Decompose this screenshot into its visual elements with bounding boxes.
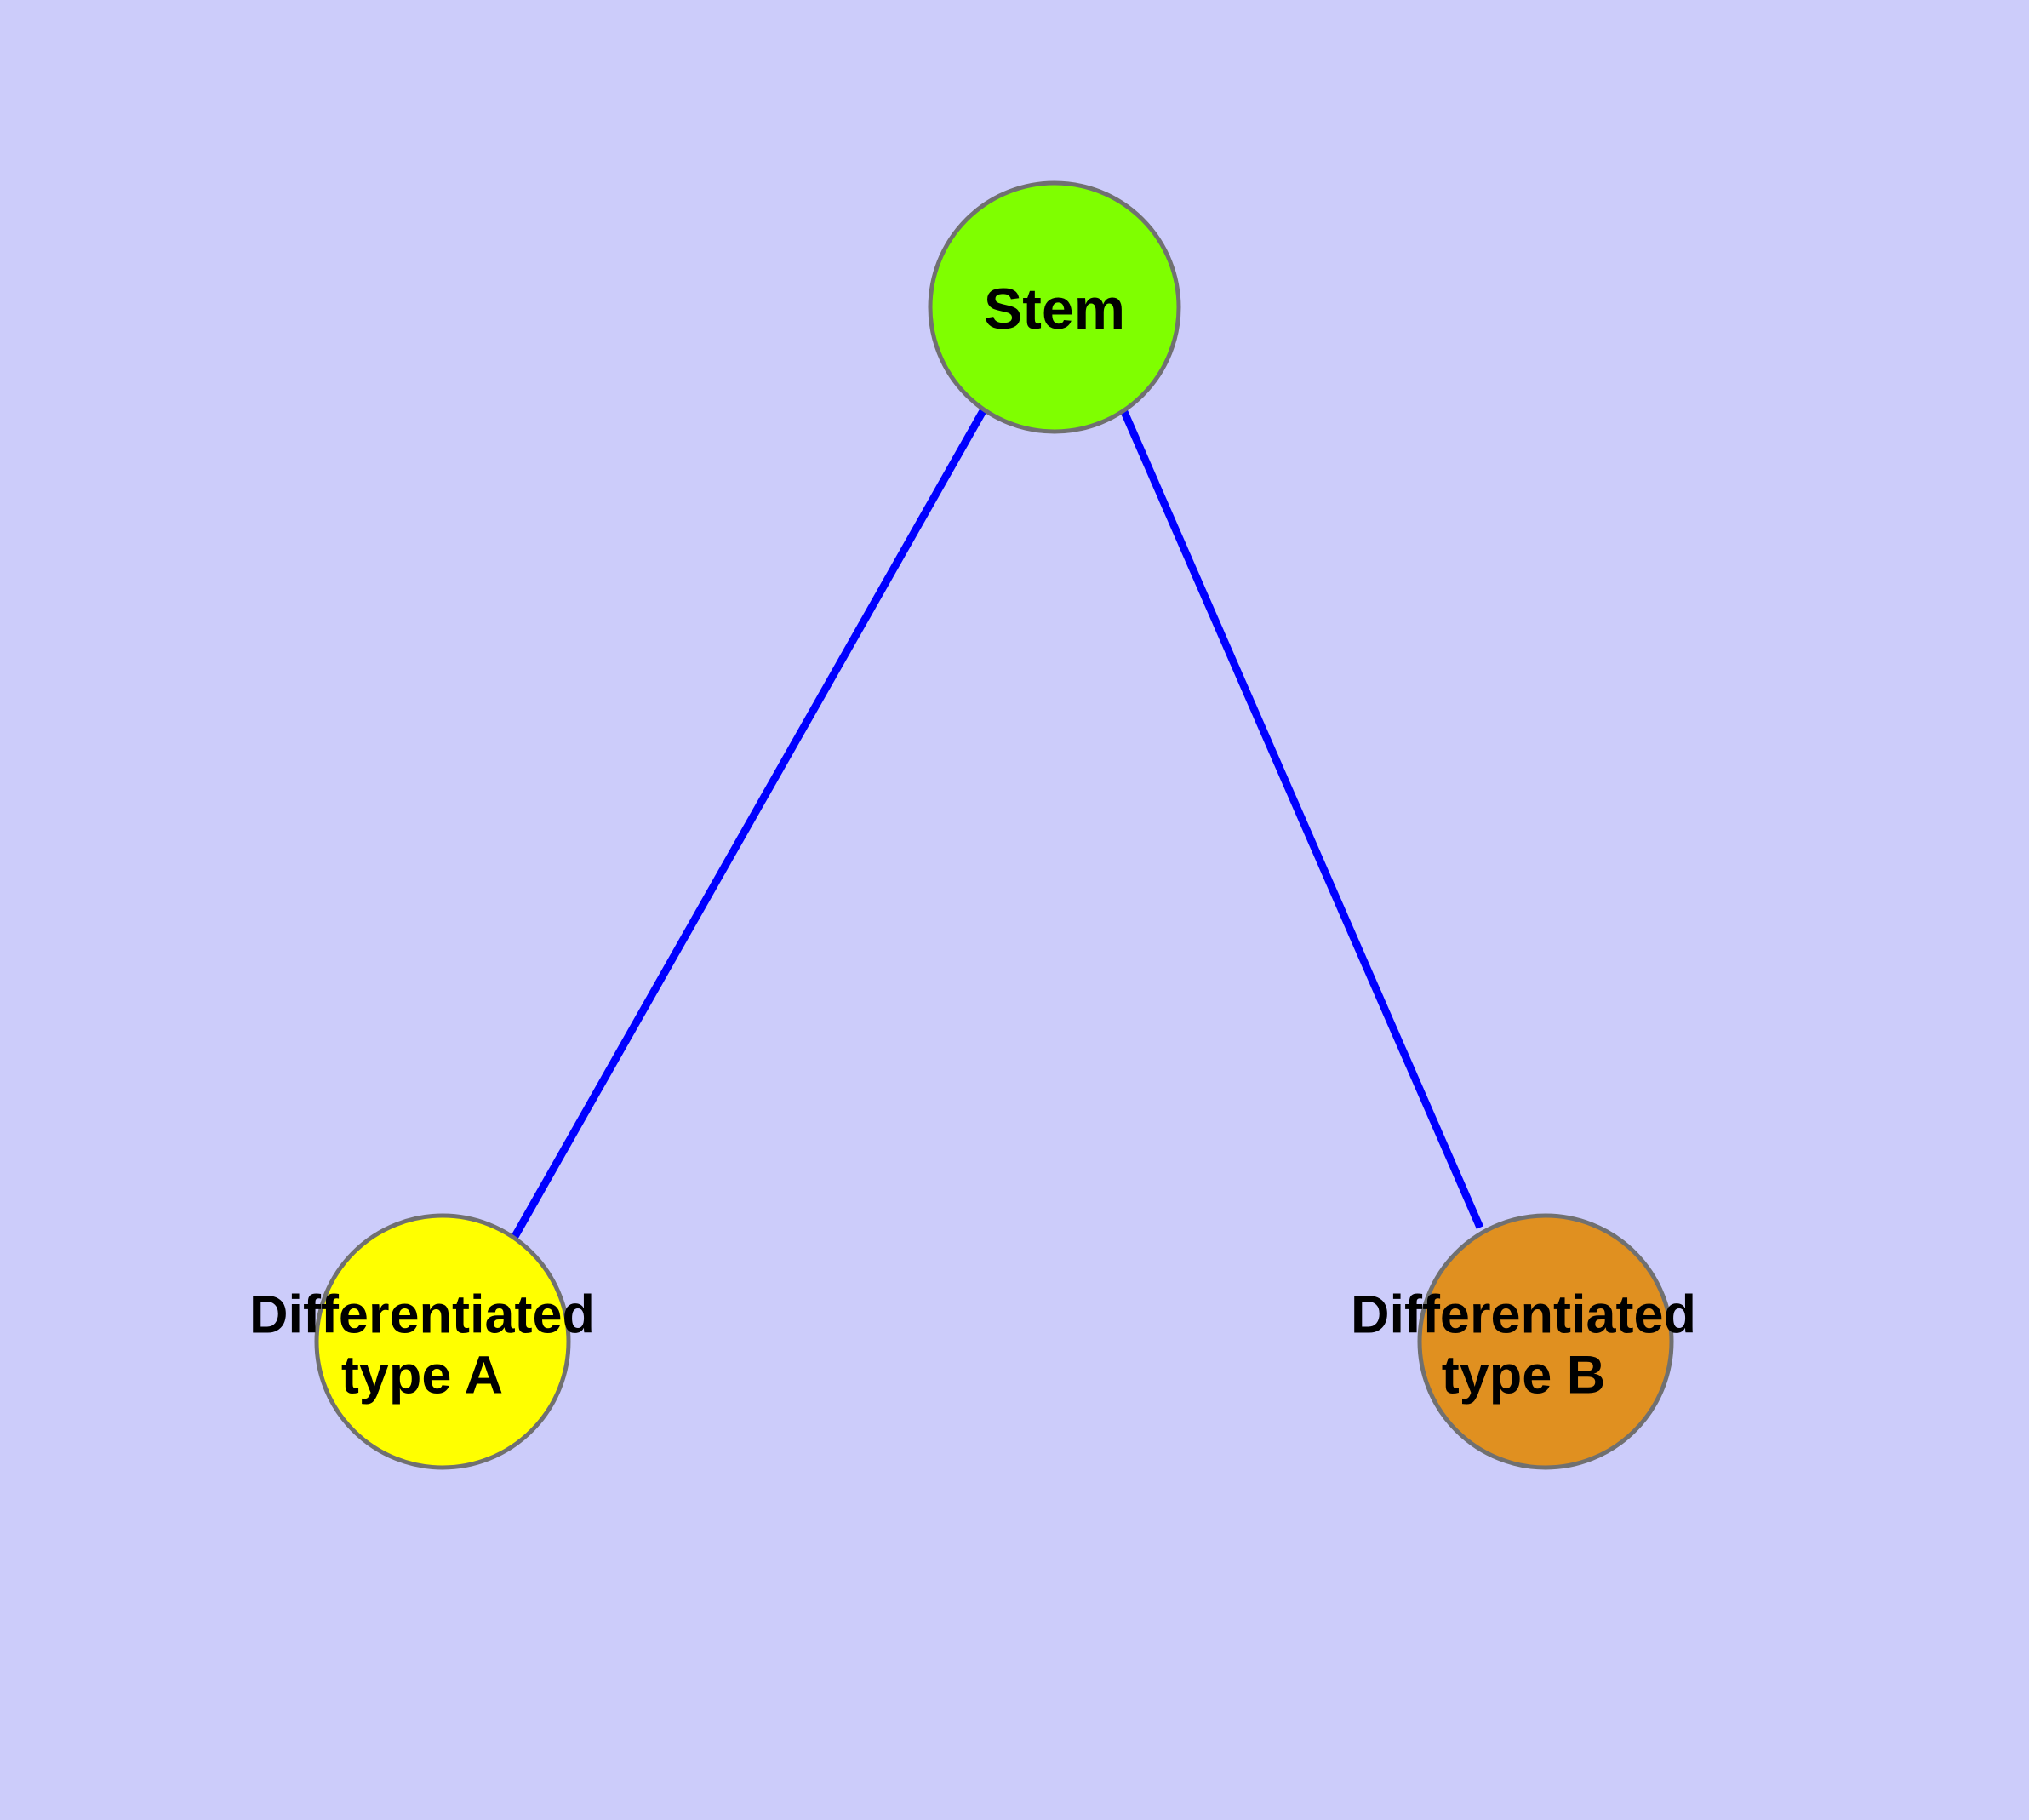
graph-node-stem[interactable] (928, 180, 1181, 434)
graph-edge-stem-to-diff-a[interactable] (510, 407, 987, 1242)
graph-node-diff-b[interactable] (1417, 1213, 1674, 1470)
edge-layer (510, 404, 1484, 1242)
graph-node-diff-a[interactable] (314, 1213, 571, 1470)
node-layer (314, 180, 1674, 1470)
graph-edge-stem-to-diff-b[interactable] (1117, 404, 1484, 1229)
